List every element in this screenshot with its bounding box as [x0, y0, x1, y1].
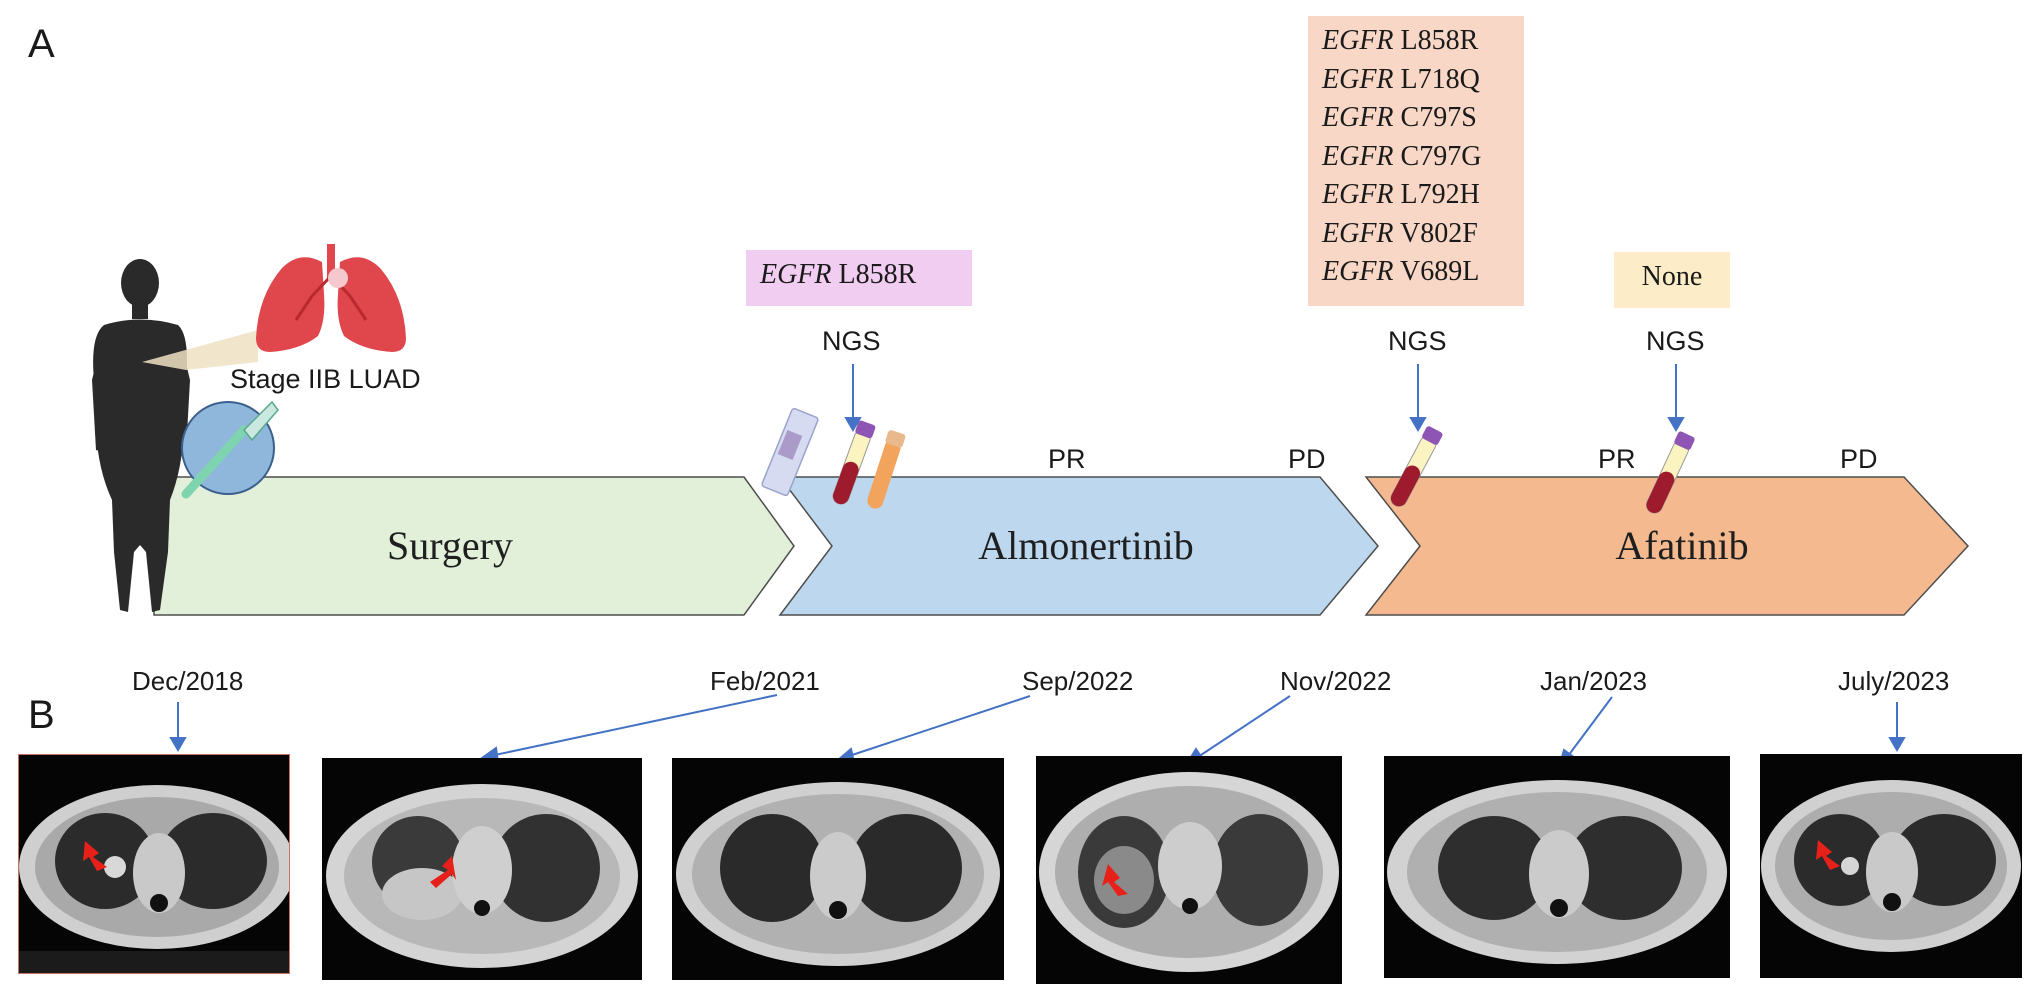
- almonertinib-phase-arrow: [778, 476, 1379, 616]
- ct-scan-nov2022: [1036, 756, 1342, 984]
- biopsy-slide-icon: [761, 407, 819, 497]
- date-arrow-jan2023: [1567, 696, 1613, 757]
- ct-scan-dec2018: [18, 754, 290, 974]
- blood-tube-icon-2: [867, 430, 906, 509]
- blood-tube-icon-4: [1645, 431, 1695, 514]
- mutation-row: EGFR V689L: [1322, 256, 1480, 287]
- mutation-row: EGFR V802F: [1322, 217, 1478, 249]
- ct-scan-jan2023: [1384, 756, 1730, 978]
- ct-scan-sep2022: [672, 758, 1004, 980]
- date-arrow-nov2022: [1197, 695, 1291, 758]
- mutation-row: EGFR L858R: [1322, 25, 1479, 56]
- date-label-dec2018: Dec/2018: [132, 666, 244, 696]
- response-label-pr-2: PR: [1598, 444, 1636, 474]
- diagnosis-label: Stage IIB LUAD: [230, 364, 421, 394]
- ngs-label-2: NGS: [1388, 326, 1447, 356]
- mutation-row: EGFR L792H: [1322, 179, 1480, 210]
- phase-label-afatinib: Afatinib: [1615, 523, 1748, 568]
- mutation-row: EGFR L858R: [760, 259, 917, 290]
- date-arrow-feb2021: [489, 694, 778, 757]
- scalpel-icon: [181, 400, 279, 499]
- date-label-nov2022: Nov/2022: [1280, 666, 1392, 696]
- panel-label-a: A: [28, 22, 55, 66]
- ngs-result-box-1: EGFR L858R: [746, 250, 972, 306]
- mutation-row: EGFR L718Q: [1322, 63, 1480, 95]
- panel-label-b: B: [28, 693, 55, 737]
- date-arrow-sep2022: [845, 695, 1031, 758]
- response-label-pr-1: PR: [1048, 444, 1086, 474]
- date-label-sep2022: Sep/2022: [1022, 666, 1134, 696]
- date-label-jul2023: July/2023: [1838, 666, 1950, 696]
- afatinib-phase-arrow: [1364, 476, 1970, 616]
- phase-label-almonertinib: Almonertinib: [978, 523, 1194, 568]
- date-label-feb2021: Feb/2021: [710, 666, 820, 696]
- date-label-jan2023: Jan/2023: [1540, 666, 1647, 696]
- ngs-result-box-3: None: [1614, 252, 1730, 308]
- phase-label-surgery: Surgery: [387, 523, 513, 568]
- patient-silhouette: [92, 259, 190, 612]
- response-label-pd-1: PD: [1288, 444, 1326, 474]
- mutation-row: EGFR C797G: [1322, 140, 1482, 172]
- lungs-icon: [256, 244, 406, 352]
- blood-tube-icon-3: [1390, 426, 1443, 507]
- ngs-result-box-2: EGFR L858R EGFR L718Q EGFR C797S EGFR C7…: [1308, 16, 1524, 306]
- ct-scan-jul2023: [1760, 754, 2022, 978]
- ngs-label-1: NGS: [822, 326, 881, 356]
- response-label-pd-2: PD: [1840, 444, 1878, 474]
- ct-scan-feb2021: [322, 758, 642, 980]
- ngs-label-3: NGS: [1646, 326, 1705, 356]
- lung-highlight-cone: [142, 330, 258, 370]
- blood-tube-icon-1: [832, 420, 876, 505]
- mutation-row: EGFR C797S: [1322, 102, 1477, 133]
